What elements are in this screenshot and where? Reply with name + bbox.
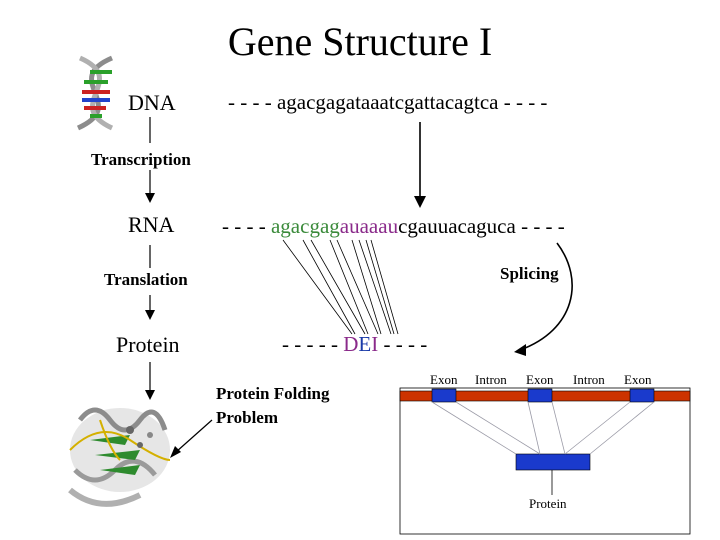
dna-helix-icon	[76, 55, 114, 131]
slide-title: Gene Structure I	[227, 19, 493, 64]
spliced-protein-label: Protein	[529, 496, 567, 511]
amino-acid-i: I	[371, 332, 379, 356]
splice-panel	[399, 387, 691, 535]
segment-label-1: Exon	[430, 372, 458, 387]
codon-mapping-lines	[282, 239, 399, 335]
segment-label-4: Intron	[573, 372, 605, 387]
dna-label: DNA	[128, 90, 176, 115]
rna-rest: cgauuacaguca - - - -	[398, 214, 565, 238]
amino-acid-e: E	[358, 332, 372, 356]
rna-intron: auaaau	[339, 214, 399, 238]
protein-sequence: - - - - - DEI - - - -	[282, 332, 427, 357]
folding-label: Protein Folding	[216, 384, 330, 403]
rna-exon: agacgag	[270, 214, 340, 238]
problem-label: Problem	[216, 408, 279, 427]
rna-sequence: - - - - agacgagauaaaucgauuacaguca - - - …	[222, 214, 565, 239]
protein-suffix: - - - -	[378, 332, 428, 356]
dna-sequence: - - - - agacgagataaatcgattacagtca - - - …	[228, 90, 548, 114]
segment-label-3: Exon	[526, 372, 554, 387]
protein-structure-icon	[68, 407, 171, 507]
splicing-label: Splicing	[500, 264, 559, 283]
segment-label-2: Intron	[475, 372, 507, 387]
translation-label: Translation	[104, 270, 188, 289]
amino-acid-d: D	[343, 332, 359, 356]
protein-prefix: - - - - -	[282, 332, 344, 356]
exon-box-2	[527, 388, 553, 403]
segment-label-5: Exon	[624, 372, 652, 387]
protein-label: Protein	[116, 332, 180, 357]
rna-label: RNA	[128, 212, 175, 237]
rna-prefix: - - - -	[222, 214, 271, 238]
splicing-arrow	[519, 242, 573, 351]
folding-arrow	[175, 419, 213, 453]
transcription-label: Transcription	[91, 150, 191, 169]
protein-box	[515, 453, 591, 471]
exon-box-3	[629, 388, 655, 403]
exon-box-1	[431, 388, 457, 403]
